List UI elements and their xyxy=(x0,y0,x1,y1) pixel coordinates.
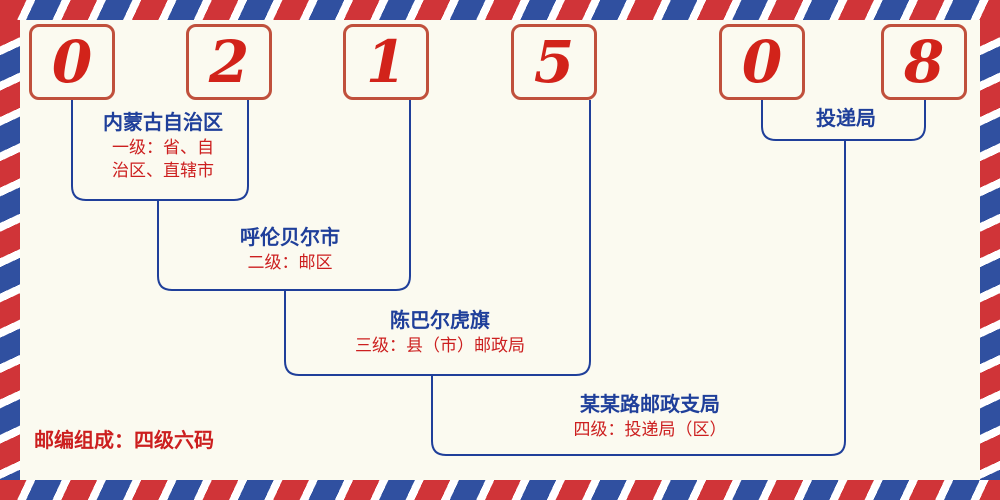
footer-note: 邮编组成：四级六码 xyxy=(34,430,214,452)
digit-box-4: 5 xyxy=(511,24,597,100)
label-level3-name: 陈巴尔虎旗 xyxy=(390,310,490,332)
airmail-border-right xyxy=(980,20,1000,480)
label-level3: 陈巴尔虎旗 三级：县（市）邮政局 xyxy=(300,308,580,357)
digit-5: 0 xyxy=(741,28,783,96)
digit-1: 0 xyxy=(51,28,93,96)
connector-level3 xyxy=(284,100,591,376)
airmail-border-left xyxy=(0,20,20,480)
digit-box-2: 2 xyxy=(186,24,272,100)
airmail-border-bottom xyxy=(0,480,1000,500)
label-delivery-bureau: 投递局 xyxy=(796,106,896,132)
label-level2-name: 呼伦贝尔市 xyxy=(240,227,340,249)
digit-4: 5 xyxy=(533,28,575,96)
label-level4-desc1: 四级：投递局（区） xyxy=(573,420,727,439)
label-level1: 内蒙古自治区 一级：省、自 治区、直辖市 xyxy=(80,110,246,182)
digit-box-3: 1 xyxy=(343,24,429,100)
digit-box-1: 0 xyxy=(29,24,115,100)
label-level1-desc2: 治区、直辖市 xyxy=(112,161,214,180)
connector-delivery-bureau xyxy=(761,100,926,141)
digit-box-6: 8 xyxy=(881,24,967,100)
digit-6: 8 xyxy=(903,28,945,96)
digit-3: 1 xyxy=(365,28,407,96)
digit-2: 2 xyxy=(208,28,250,96)
label-delivery-bureau-name: 投递局 xyxy=(816,108,876,130)
connector-level4 xyxy=(431,140,846,456)
label-level3-desc1: 三级：县（市）邮政局 xyxy=(355,336,525,355)
label-level1-desc1: 一级：省、自 xyxy=(112,138,214,157)
label-level4-name: 某某路邮政支局 xyxy=(580,394,720,416)
airmail-border-top xyxy=(0,0,1000,20)
label-level4: 某某路邮政支局 四级：投递局（区） xyxy=(505,392,795,441)
label-level2-desc1: 二级：邮区 xyxy=(247,253,333,272)
digit-box-5: 0 xyxy=(719,24,805,100)
connector-level1 xyxy=(71,100,249,201)
label-level1-name: 内蒙古自治区 xyxy=(103,112,223,134)
label-level2: 呼伦贝尔市 二级：邮区 xyxy=(190,225,390,274)
